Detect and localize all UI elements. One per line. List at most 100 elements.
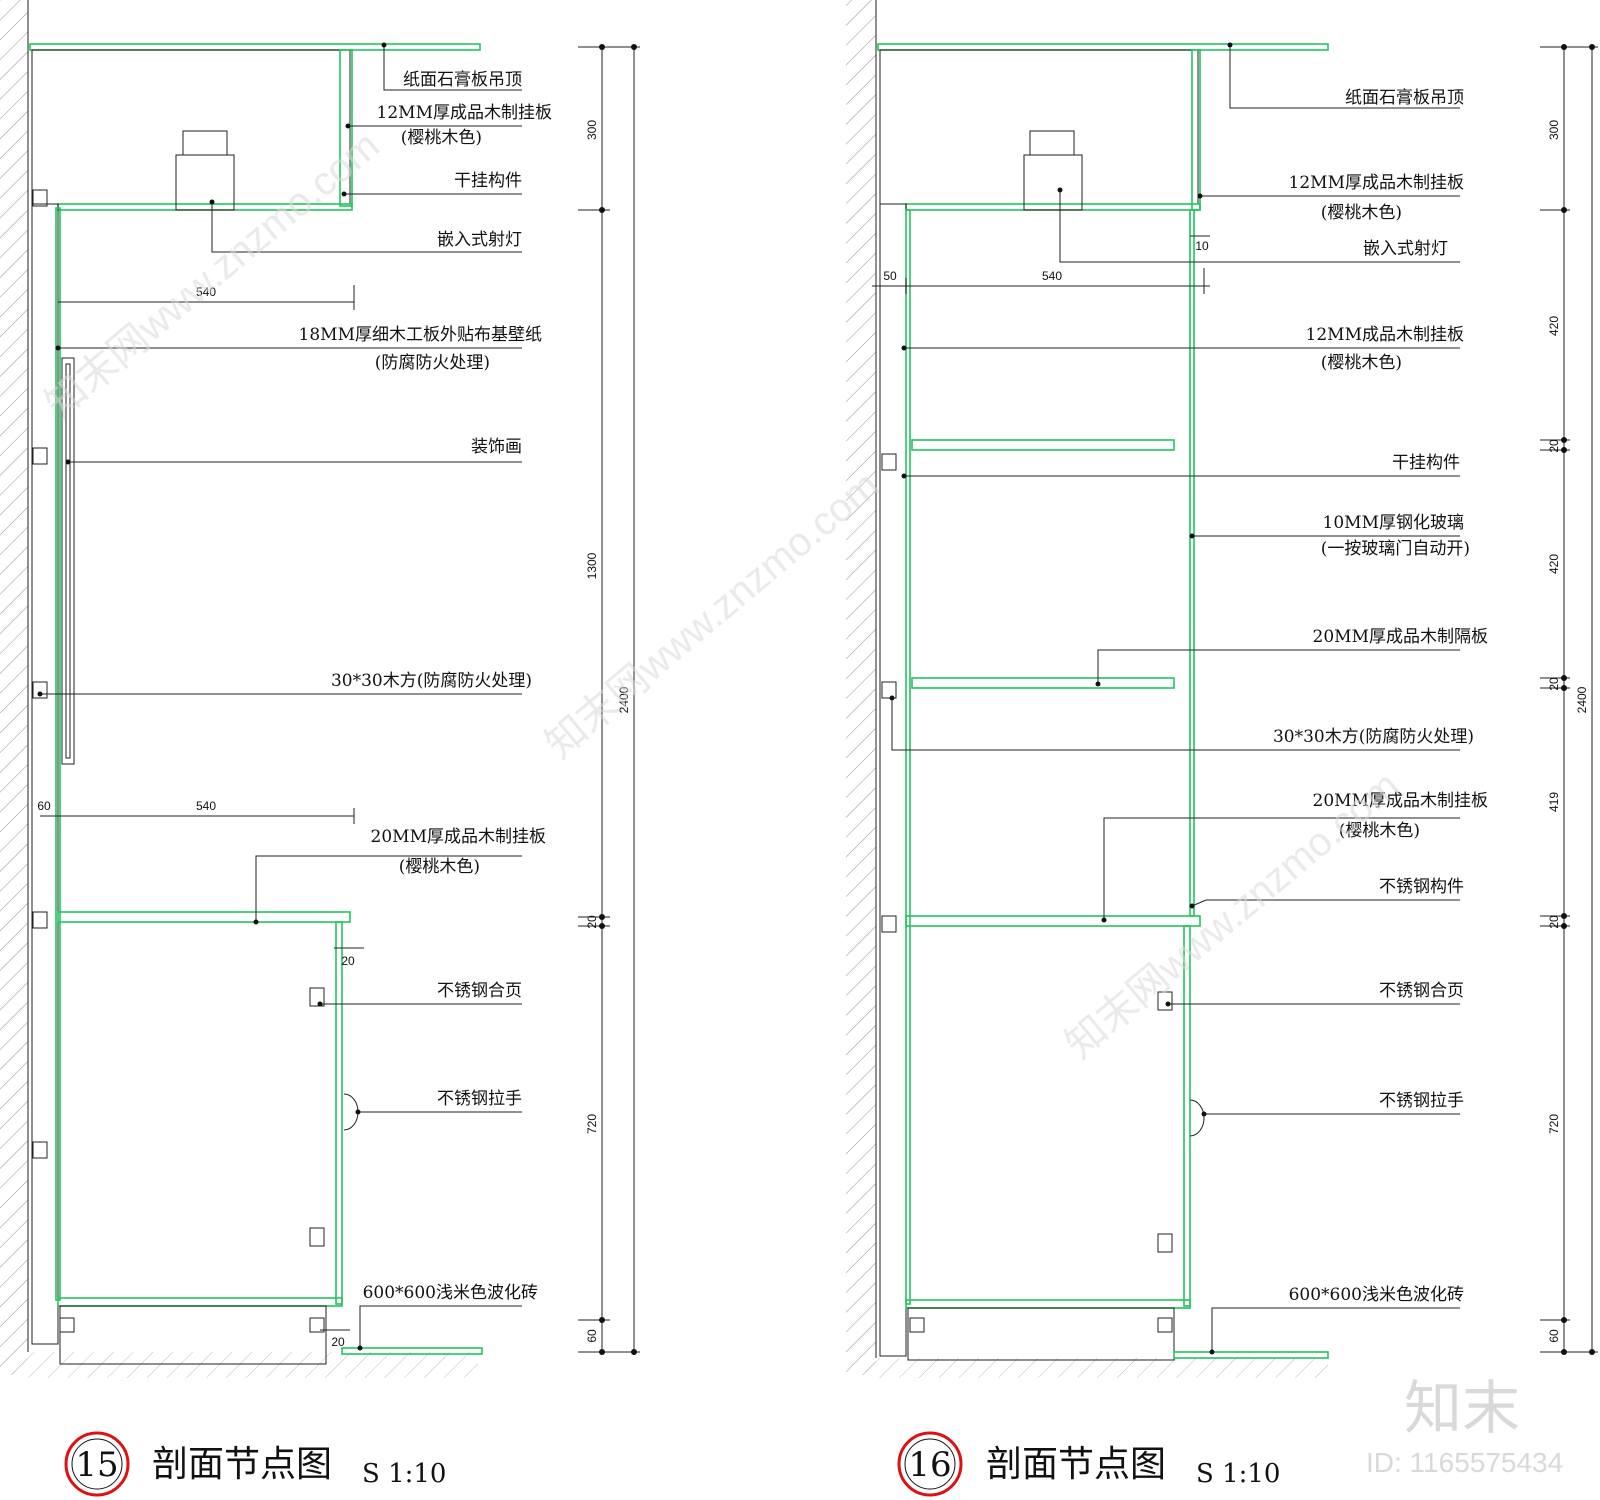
dim-20-door: 20 [341,954,355,968]
callout-glass: 10MM厚钢化玻璃 [1323,513,1464,533]
watermark-id: ID: 1165575434 [1366,1447,1563,1478]
dim-60: 60 [37,799,51,813]
vertical-dims [1540,45,1598,1353]
hinge-icon [309,987,325,1007]
callout-shelf: 20MM厚成品木制隔板 [1313,627,1488,647]
counter-panel [57,911,351,923]
leader-dots [37,42,387,1351]
callout-dry-hang: 干挂构件 [454,171,522,191]
dim-419: 419 [1547,792,1561,812]
watermark-site: 知末网www.znzmo.com [1058,763,1408,1067]
drawing-title: 剖面节点图 [986,1444,1166,1485]
callout-handle: 不锈钢拉手 [1379,1091,1464,1111]
shelf-1 [911,439,1175,451]
callout-tile: 600*600浅米色波化砖 [363,1283,538,1303]
hinge-icon [309,1227,325,1247]
decorative-painting [61,357,75,765]
dim-720: 720 [585,1114,599,1134]
callout-dry-hang: 干挂构件 [1392,453,1460,473]
callout-hinge: 不锈钢合页 [1379,981,1464,1001]
callout-painting: 装饰画 [471,437,522,457]
dim-60-v: 60 [585,1329,599,1343]
spotlight-icon [175,130,235,211]
dim-300: 300 [1547,120,1561,140]
top-hanging-panel [339,49,353,207]
dim-20b: 20 [1547,677,1561,691]
hinge-icon [1157,991,1173,1011]
callout-ceiling: 纸面石膏板吊顶 [403,69,522,90]
wall-hatch-left [846,0,876,1375]
dim-2400: 2400 [1575,686,1589,713]
watermark-site: 知末网www.znzmo.com [538,463,888,767]
callout-top-panel-color: (樱桃木色) [401,128,482,148]
floor-tile [1173,1351,1329,1359]
drawing-scale: S 1:10 [1196,1459,1280,1489]
ceiling-board [877,43,1329,51]
leader-lines [891,45,1460,1352]
drawing-scale: S 1:10 [362,1459,446,1489]
dim-20c: 20 [1547,915,1561,929]
wall-panel [905,209,911,1305]
cabinet-door [1183,925,1191,1307]
floor-hatch [28,1352,478,1378]
dim-10: 10 [1195,239,1209,253]
shelf-2 [911,677,1175,689]
horizontal-dims [40,285,364,1331]
hinge-icon [1157,1233,1173,1253]
callout-wallpaper: 18MM厚细木工板外贴布基壁纸 [299,325,542,345]
dim-540-top: 540 [196,285,216,299]
wall-hatch-left [0,0,28,1375]
callout-batten: 30*30木方(防腐防火处理) [331,671,532,691]
callout-wall-panel: 12MM成品木制挂板 [1306,325,1464,345]
callout-ceiling: 纸面石膏板吊顶 [1345,87,1464,108]
dim-20-floor: 20 [331,1335,345,1349]
batten-markers [32,189,48,1159]
leader-lines [40,45,522,1348]
batten-markers [881,453,897,933]
ceiling-board [29,43,481,51]
callout-spotlight: 嵌入式射灯 [1363,239,1448,259]
dim-300: 300 [585,120,599,140]
callout-glass-note: (一按玻璃门自动开) [1321,539,1470,559]
watermarks: 知末网www.znzmo.com 知末网www.znzmo.com 知末网www… [38,123,1408,1067]
dim-20: 20 [585,915,599,929]
callout-wall-panel-color: (樱桃木色) [1321,353,1402,373]
drawing-number-badge [64,1431,130,1497]
handle-icon [1189,1099,1205,1137]
callout-batten: 30*30木方(防腐防火处理) [1273,727,1474,747]
dim-540-mid: 540 [196,799,216,813]
vertical-dims [578,45,640,1353]
spotlight-icon [1023,130,1083,211]
dim-420b: 420 [1547,554,1561,574]
callout-mid-panel: 20MM厚成品木制挂板 [371,827,546,847]
callout-hinge: 不锈钢合页 [437,981,522,1001]
callout-mid-panel-color: (樱桃木色) [1339,821,1420,841]
dim-720: 720 [1547,1114,1561,1134]
dim-50: 50 [883,269,897,283]
drawing-16: 纸面石膏板吊顶 12MM厚成品木制挂板 (樱桃木色) 嵌入式射灯 12MM成品木… [846,0,1598,1497]
dim-2400: 2400 [617,686,631,713]
floor-tile [341,1347,483,1355]
floor-hatch [876,1358,1328,1378]
cabinet-door [335,921,343,1305]
drawing-15: 纸面石膏板吊顶 12MM厚成品木制挂板 (樱桃木色) 干挂构件 嵌入式射灯 18… [0,0,640,1497]
callout-mid-panel-color: (樱桃木色) [399,857,480,877]
callout-wallpaper-note: (防腐防火处理) [375,353,490,373]
watermark-logo: 知末 [1404,1376,1520,1441]
drawing-title: 剖面节点图 [152,1444,332,1485]
top-hanging-panel [1191,49,1201,211]
drawing-number-badge [897,1431,963,1497]
dim-1300: 1300 [585,552,599,579]
callout-tile: 600*600浅米色波化砖 [1289,1285,1464,1305]
callout-mid-panel: 20MM厚成品木制挂板 [1313,791,1488,811]
watermark-site: 知末网www.znzmo.com [38,123,388,427]
callout-top-panel-color: (樱桃木色) [1321,203,1402,223]
dim-60-v: 60 [1547,1329,1561,1343]
callout-handle: 不锈钢拉手 [437,1089,522,1109]
callout-spotlight: 嵌入式射灯 [437,230,522,250]
dim-ticks [599,44,637,1355]
drawing-number: 16 [908,1445,951,1485]
leader-dots [889,42,1233,1355]
drawing-number: 15 [75,1445,118,1485]
